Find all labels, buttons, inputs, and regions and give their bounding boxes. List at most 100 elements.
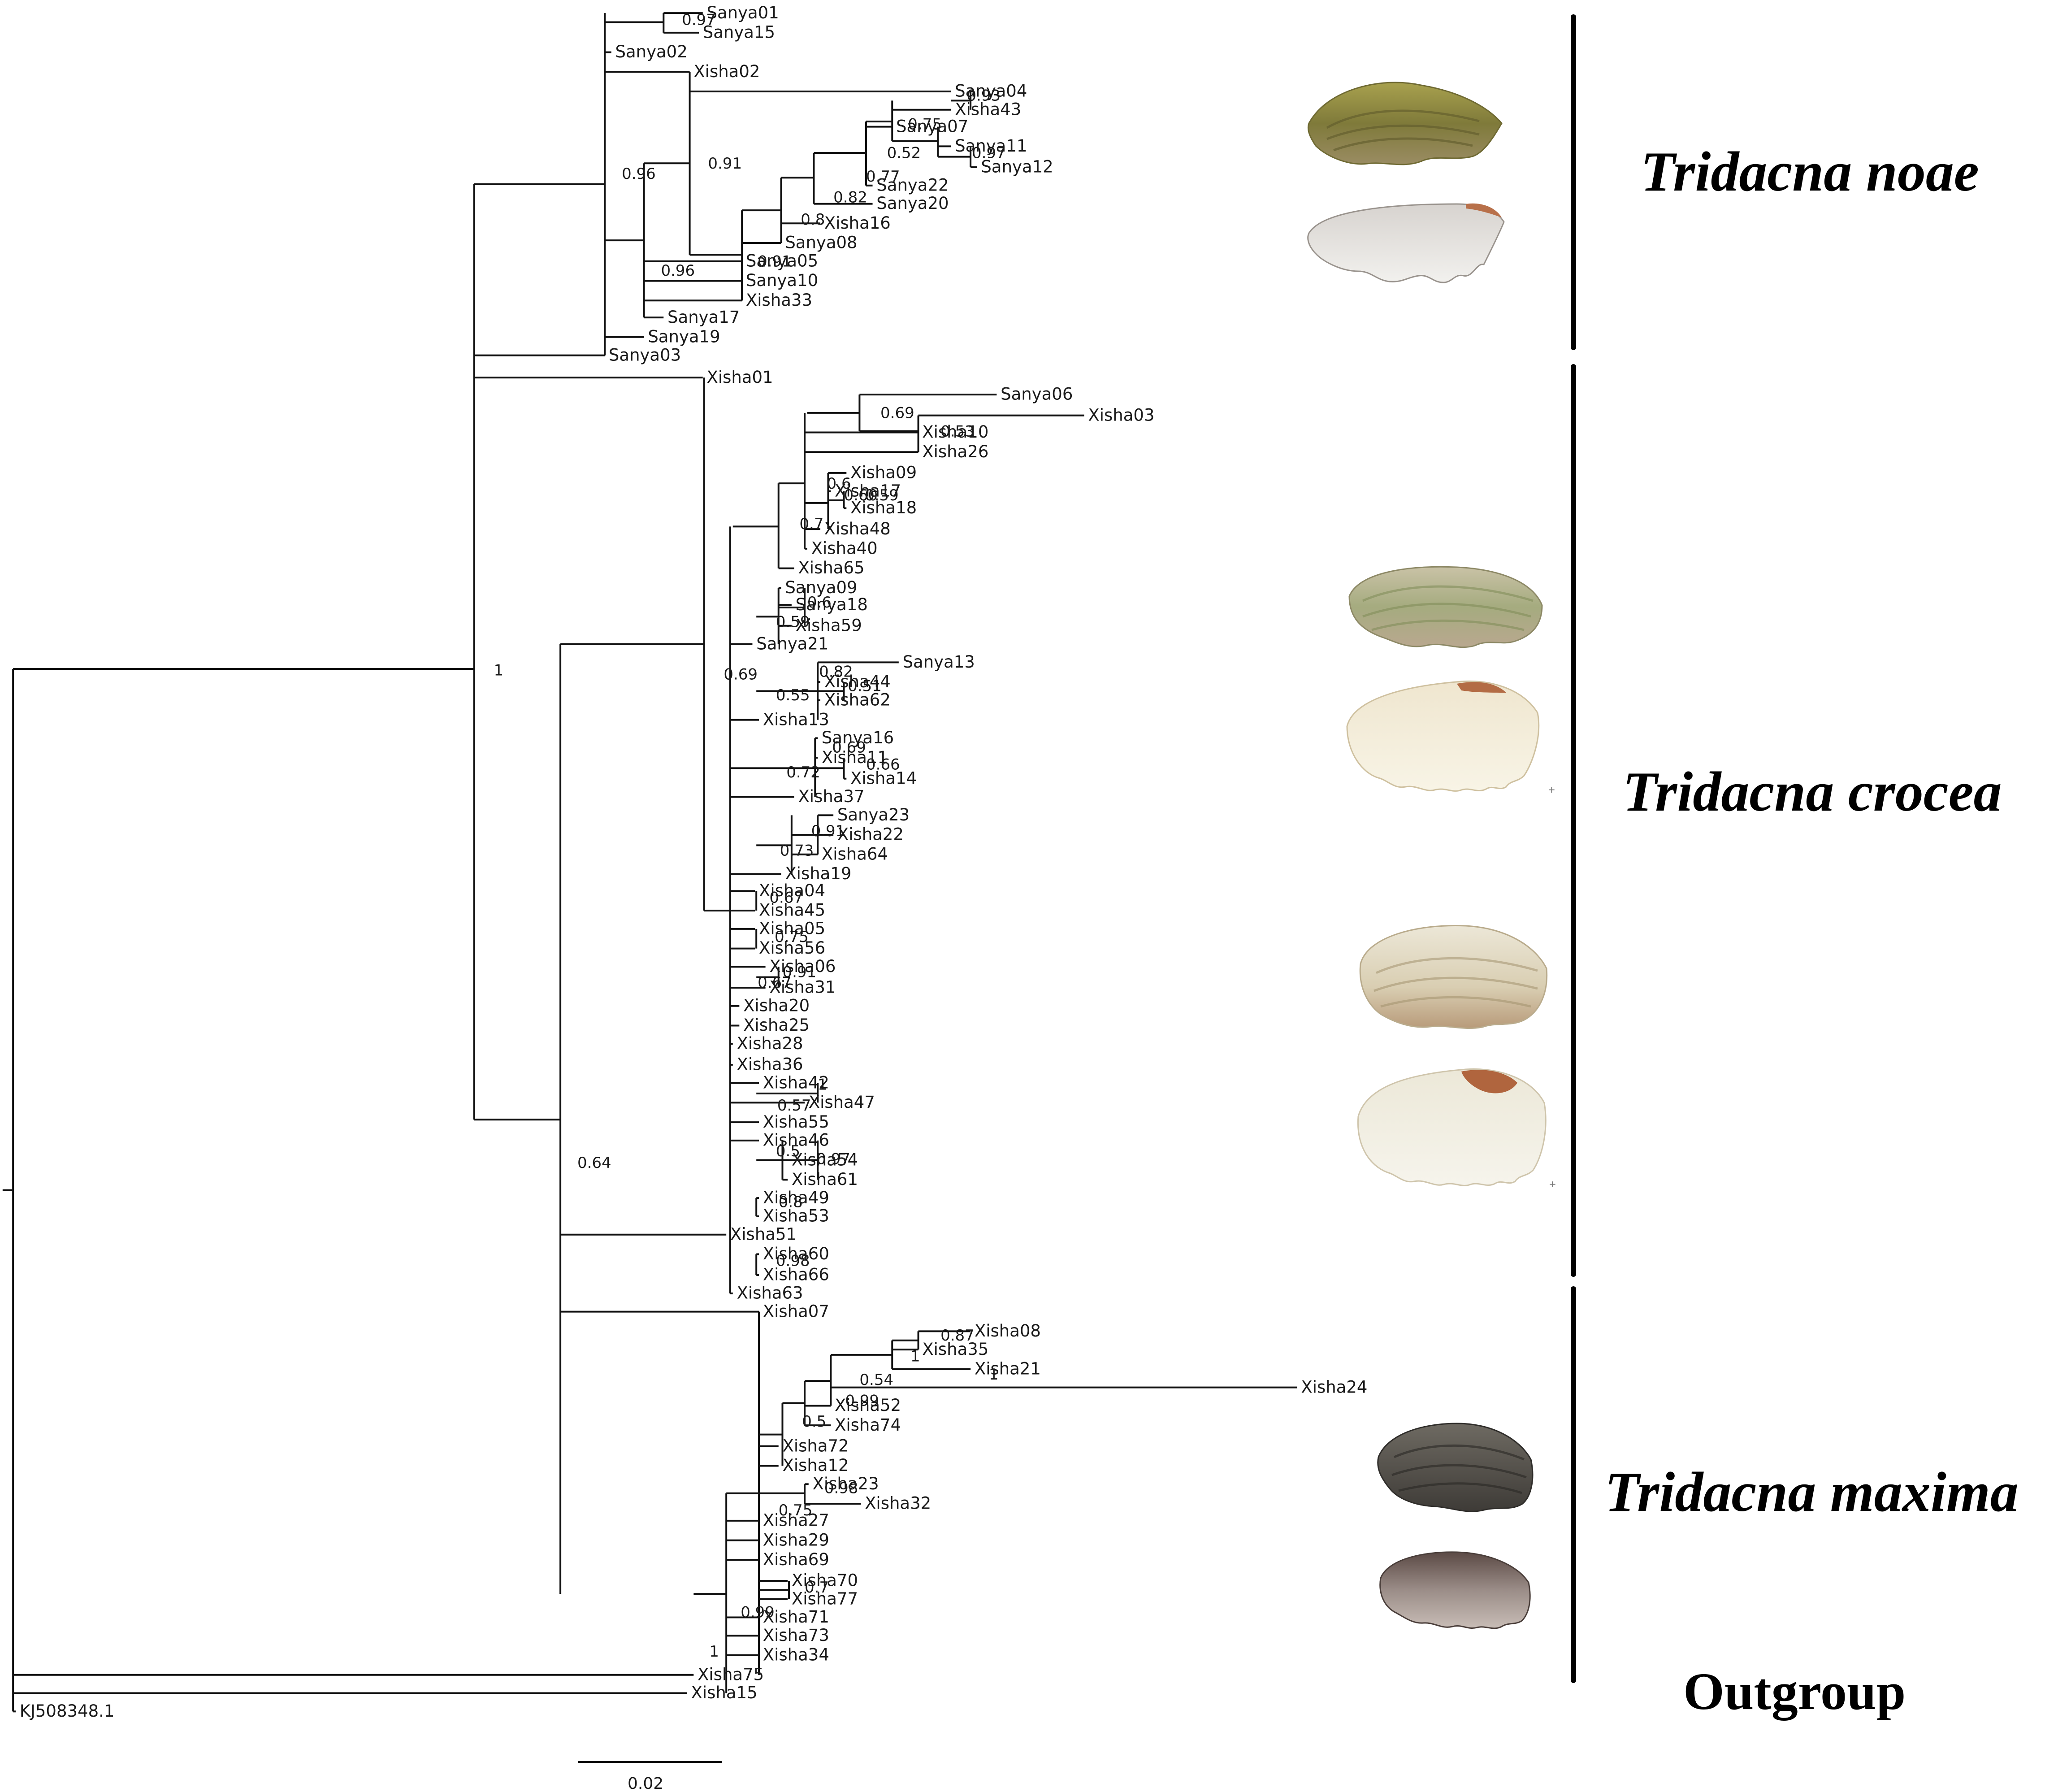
support-value: 1 xyxy=(709,1643,719,1661)
shell-photo-crocea-1-interior xyxy=(1346,680,1540,792)
leaf-label: Xisha42 xyxy=(763,1073,829,1092)
leaf-label: Sanya16 xyxy=(822,728,894,747)
clade-name-maxima: Tridacna maxima xyxy=(1605,1461,2019,1523)
leaf-label: Xisha73 xyxy=(763,1626,829,1645)
support-value: 0.69 xyxy=(724,665,758,683)
leaf-label: Xisha37 xyxy=(798,787,864,806)
support-value: 0.6 xyxy=(827,475,851,493)
support-value: 0.82 xyxy=(819,663,853,681)
leaf-label: Sanya11 xyxy=(955,136,1027,156)
leaf-label: KJ508348.1 xyxy=(20,1701,115,1721)
support-value: 1 xyxy=(494,662,503,680)
support-value: 0.75 xyxy=(908,115,942,133)
support-value: 0.73 xyxy=(780,842,814,860)
leaf-label: Xisha11 xyxy=(822,748,888,767)
shell-photo-noae-interior xyxy=(1307,203,1505,283)
leaf-label: Xisha02 xyxy=(693,62,760,81)
leaf-label: Xisha36 xyxy=(737,1055,803,1074)
leaf-label: Xisha28 xyxy=(737,1034,803,1053)
leaf-label: Sanya01 xyxy=(706,3,779,22)
support-value: 0.54 xyxy=(859,1371,893,1389)
leaf-label: Xisha64 xyxy=(822,844,888,863)
scale-bar-label: 0.02 xyxy=(628,1775,663,1792)
support-value: 0.91 xyxy=(708,155,742,173)
leaf-label: Xisha08 xyxy=(975,1321,1041,1341)
leaf-label: Xisha52 xyxy=(835,1396,901,1415)
support-value: 0.99 xyxy=(741,1604,775,1622)
support-value: 0.91 xyxy=(811,822,845,840)
clade-name-noae: Tridacna noae xyxy=(1641,141,1979,203)
leaf-label: Xisha47 xyxy=(809,1093,875,1112)
leaf-label: Xisha49 xyxy=(763,1188,829,1207)
leaf-label: Xisha18 xyxy=(850,498,917,517)
leaf-label: Sanya23 xyxy=(837,805,910,824)
support-value: 0.64 xyxy=(577,1154,611,1172)
support-value: 0.96 xyxy=(661,262,695,280)
leaf-label: Sanya13 xyxy=(903,652,975,672)
shell-photo-crocea-2-exterior xyxy=(1359,924,1548,1029)
leaf-label: Xisha05 xyxy=(759,919,825,938)
leaf-label: Sanya08 xyxy=(785,233,857,252)
support-value: 0.52 xyxy=(887,144,921,162)
leaf-label: Xisha44 xyxy=(824,672,891,691)
support-value: 1 xyxy=(910,1347,920,1365)
leaf-label: Xisha19 xyxy=(785,864,851,883)
support-value: 0.75 xyxy=(775,928,809,946)
shell-photo-maxima-exterior xyxy=(1377,1423,1534,1512)
support-value: 0.67 xyxy=(769,889,803,907)
shell-photo-maxima-interior xyxy=(1379,1551,1531,1629)
leaf-label: Sanya07 xyxy=(896,117,968,136)
support-value: 0.75 xyxy=(779,1501,813,1519)
support-value: 0.51 xyxy=(848,677,882,695)
leaf-label: Xisha53 xyxy=(763,1206,829,1226)
leaf-label: Sanya03 xyxy=(609,345,681,364)
support-value: 0.7 xyxy=(799,515,823,533)
leaf-label: Xisha51 xyxy=(730,1224,797,1244)
support-value: 0.69 xyxy=(880,404,914,422)
leaf-label: Xisha13 xyxy=(763,710,829,729)
leaf-label: Xisha09 xyxy=(850,463,917,482)
leaf-label: Xisha72 xyxy=(782,1436,849,1455)
support-value: 0.77 xyxy=(866,168,900,186)
leaf-label: Xisha40 xyxy=(811,539,878,558)
support-value: 0.87 xyxy=(940,1327,975,1345)
leaf-label: Sanya05 xyxy=(746,251,818,270)
support-value: 0.98 xyxy=(776,1252,810,1270)
support-value: 0.6 xyxy=(807,594,832,612)
support-value: 0.60 xyxy=(844,486,878,504)
support-value: 0.97 xyxy=(816,1150,850,1168)
support-value: 0.8 xyxy=(801,211,825,229)
leaf-label: Sanya10 xyxy=(746,271,818,290)
small-plus-mark: + xyxy=(1549,1179,1556,1189)
support-value: 0.8 xyxy=(779,1193,803,1211)
leaf-label: Xisha31 xyxy=(769,978,836,997)
leaf-label: Xisha21 xyxy=(975,1359,1041,1379)
leaf-label: Xisha01 xyxy=(706,368,773,387)
leaf-label: Xisha59 xyxy=(796,616,862,635)
leaf-label: Xisha61 xyxy=(792,1170,858,1189)
leaf-label: Xisha12 xyxy=(782,1456,849,1475)
support-value: 0.91 xyxy=(758,252,792,270)
tree-leaf-labels: Sanya01Sanya15Sanya02Xisha02Sanya04Xisha… xyxy=(20,3,1368,1721)
leaf-label: Xisha60 xyxy=(763,1244,829,1263)
leaf-label: Xisha56 xyxy=(759,938,825,958)
leaf-label: Xisha25 xyxy=(743,1015,810,1035)
support-value: 0.55 xyxy=(776,686,810,704)
leaf-label: Xisha48 xyxy=(824,519,891,538)
tree-branches xyxy=(2,12,1297,1713)
leaf-label: Xisha55 xyxy=(763,1112,829,1132)
leaf-label: Xisha32 xyxy=(865,1494,931,1513)
support-value: 0.7 xyxy=(805,1579,829,1597)
support-value: 0.91 xyxy=(782,963,816,981)
shell-photo-noae-exterior xyxy=(1307,82,1503,165)
leaf-label: Xisha45 xyxy=(759,901,825,920)
leaf-label: Xisha15 xyxy=(691,1683,758,1702)
support-value: 0.72 xyxy=(786,764,820,781)
leaf-label: Xisha04 xyxy=(759,881,825,900)
leaf-label: Xisha62 xyxy=(824,690,891,710)
leaf-label: Xisha65 xyxy=(798,558,864,577)
leaf-label: Xisha06 xyxy=(769,957,836,976)
leaf-label: Xisha43 xyxy=(955,100,1021,119)
leaf-label: Xisha20 xyxy=(743,996,810,1015)
leaf-label: Xisha27 xyxy=(763,1511,829,1530)
